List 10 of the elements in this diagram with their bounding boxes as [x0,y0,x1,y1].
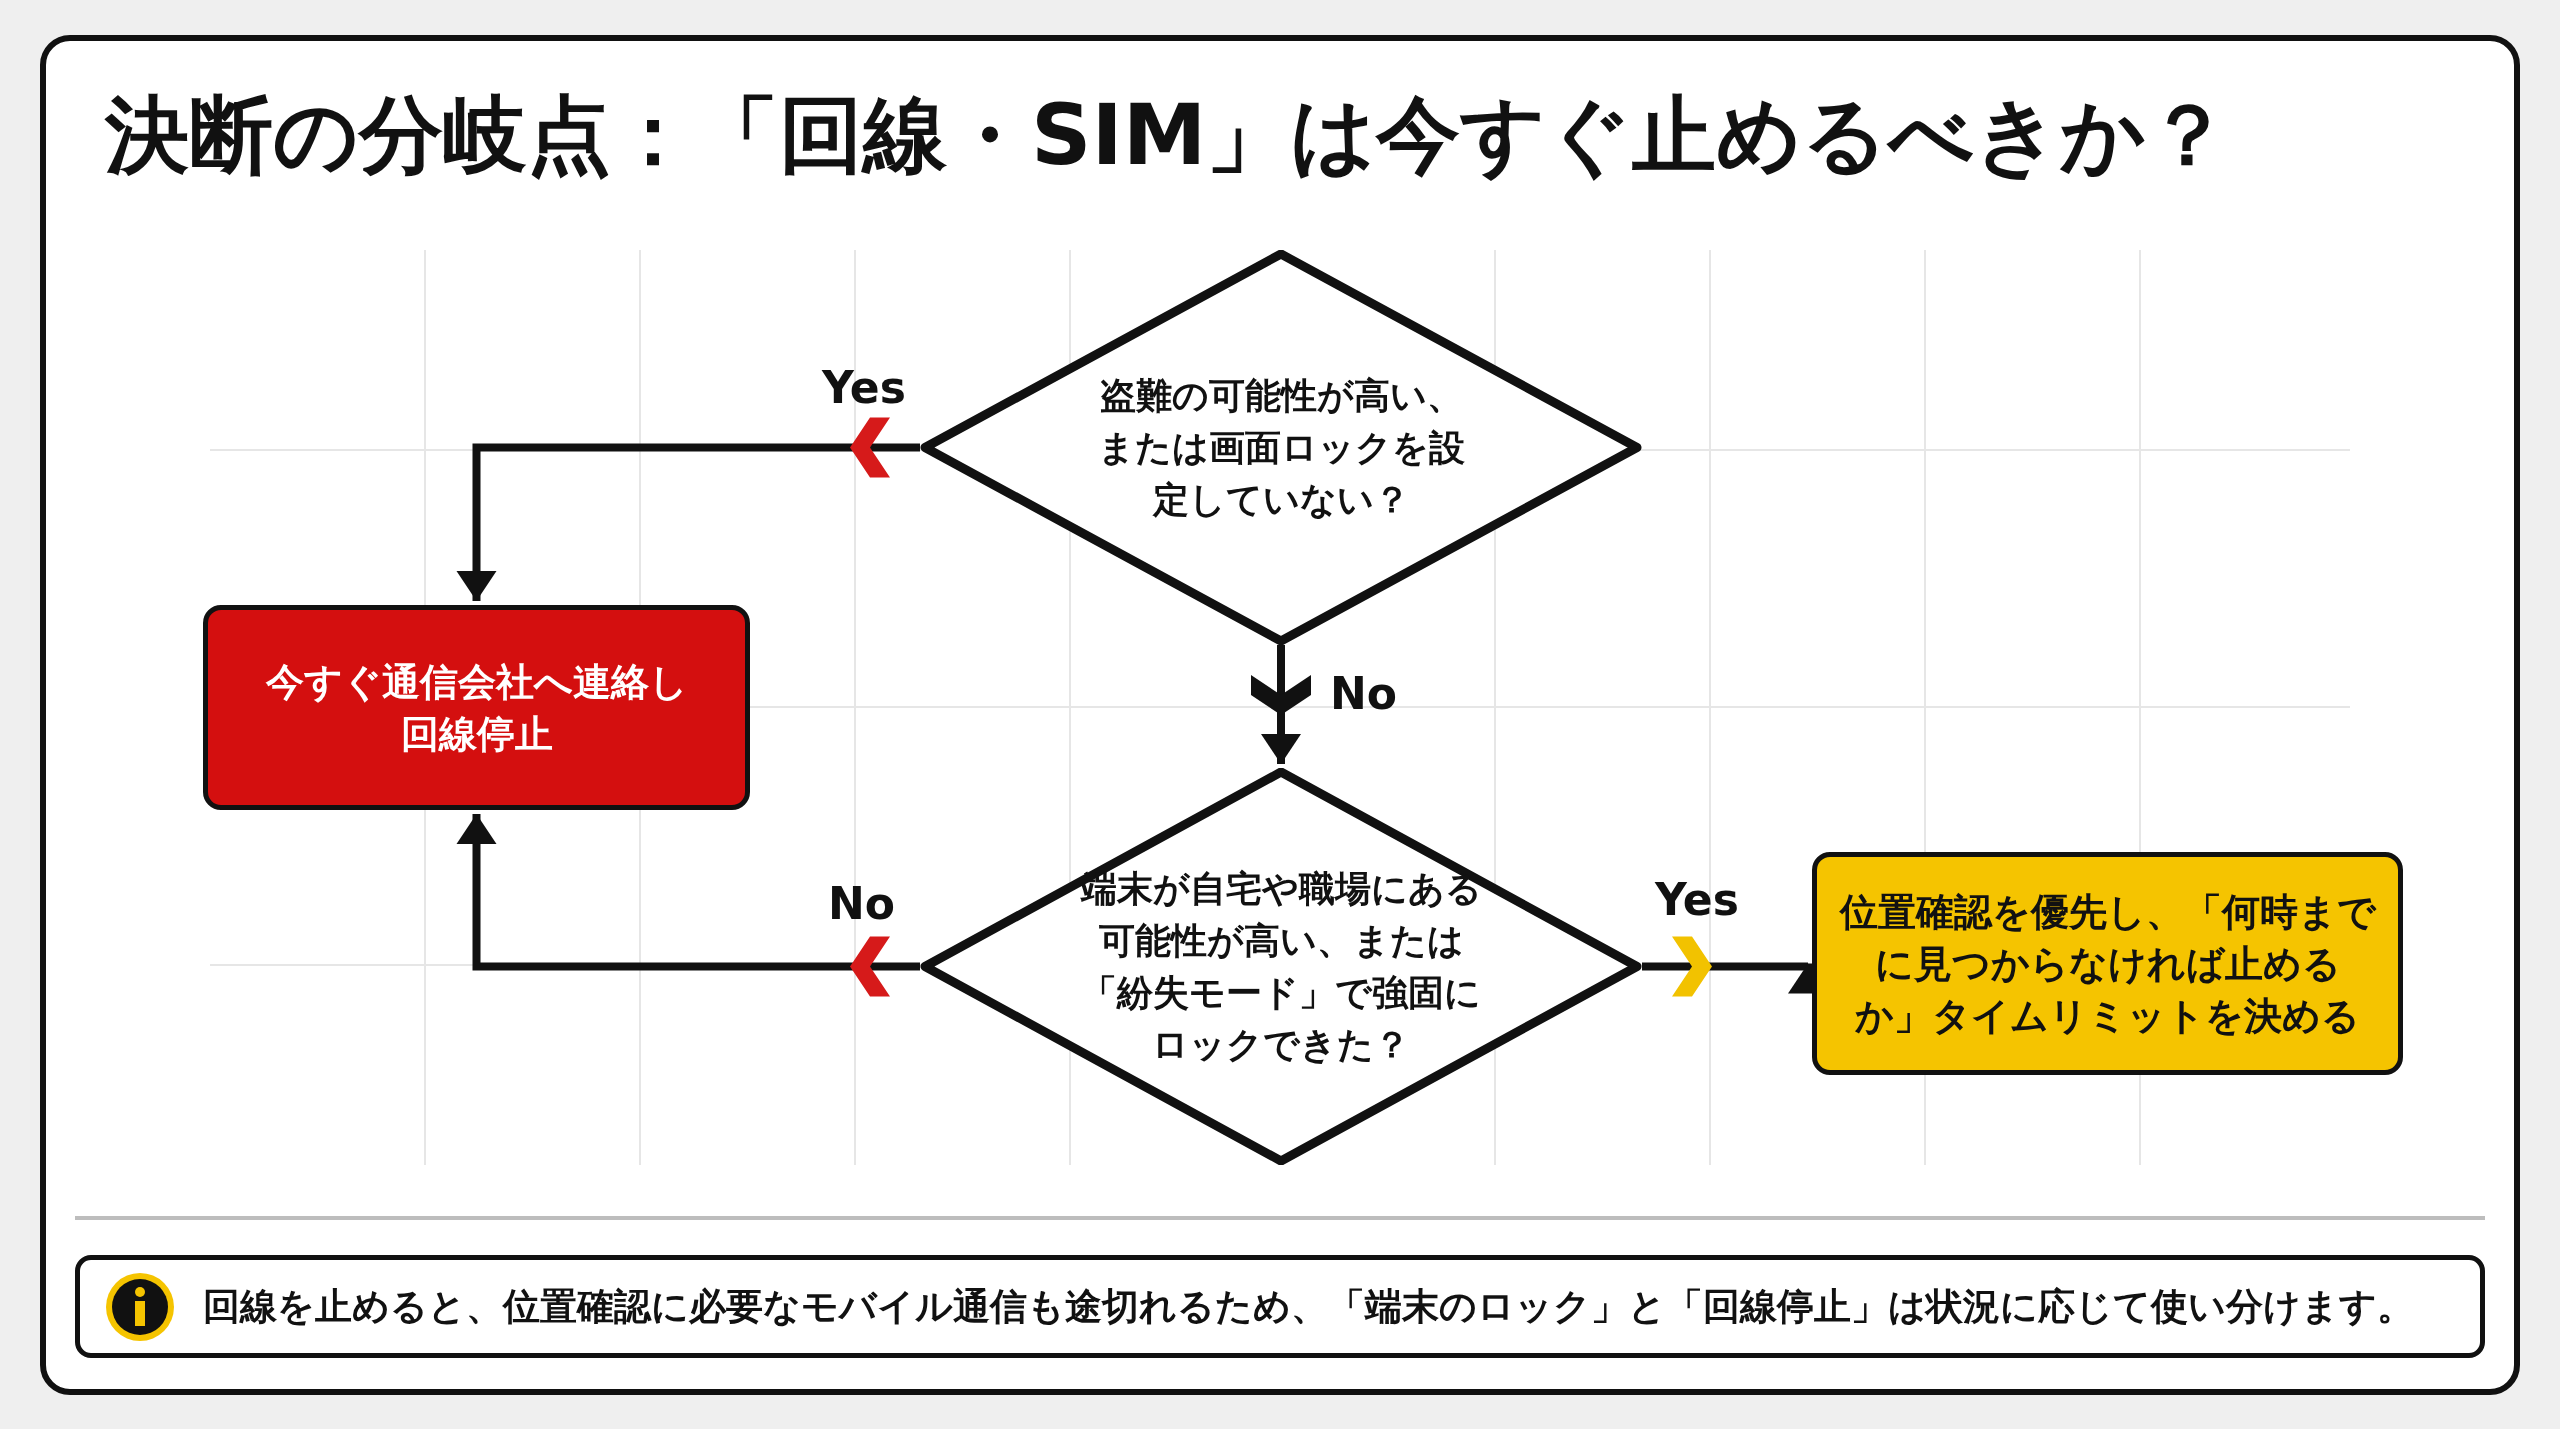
edge-label: No [1330,668,1398,719]
decision-diamond: 盗難の可能性が高い、または画面ロックを設定していない？ [920,250,1642,645]
edge-label: Yes [1655,874,1739,925]
process-box: 位置確認を優先し、「何時までに見つからなければ止めるか」タイムリミットを決める [1812,852,2403,1075]
note-text: 回線を止めると、位置確認に必要なモバイル通信も途切れるため、「端末のロック」と「回線停止」は状況に応じて使い分けます。 [203,1283,2414,1330]
edge-label: No [828,878,896,929]
note-box [75,1255,2485,1358]
edge-label: Yes [822,362,906,413]
title: 決断の分岐点：「回線・SIM」は今すぐ止めるべきか？ [105,85,2231,186]
process-box: 今すぐ通信会社へ連絡し回線停止 [203,605,750,810]
